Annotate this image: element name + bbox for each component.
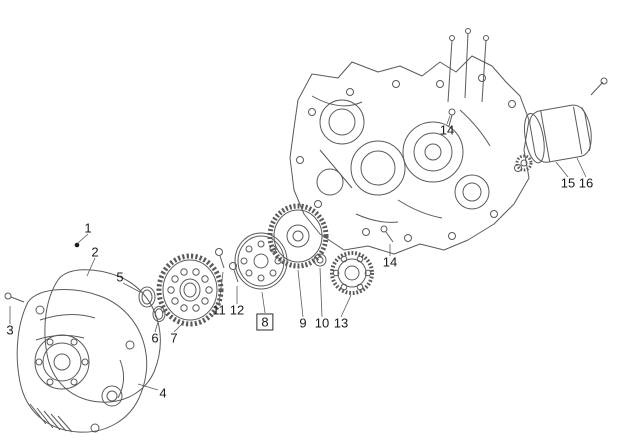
part-label-13: 13: [333, 315, 349, 331]
starter-motor-drawing: [515, 77, 608, 172]
part-label-12: 12: [229, 302, 245, 318]
part-label-8-highlighted[interactable]: 8: [256, 313, 274, 331]
leader-lines: [9, 115, 587, 391]
part-label-11: 11: [212, 302, 226, 318]
cover-drawing: [4, 242, 166, 433]
gear-train-drawing: [156, 203, 394, 327]
part-label-10: 10: [314, 315, 330, 331]
part-label-15: 15: [560, 175, 576, 191]
part-label-14-upper: 14: [439, 122, 455, 138]
part-label-3: 3: [6, 322, 14, 338]
part-label-9: 9: [299, 315, 307, 331]
part-label-16: 16: [578, 175, 594, 191]
part-label-14-lower: 14: [382, 254, 398, 270]
part-label-2: 2: [91, 244, 99, 260]
part-label-5: 5: [116, 269, 124, 285]
part-label-1: 1: [84, 220, 92, 236]
part-label-6: 6: [151, 330, 159, 346]
crankcase-drawing: [289, 28, 530, 255]
part-label-7: 7: [170, 330, 178, 346]
part-label-4: 4: [159, 385, 167, 401]
